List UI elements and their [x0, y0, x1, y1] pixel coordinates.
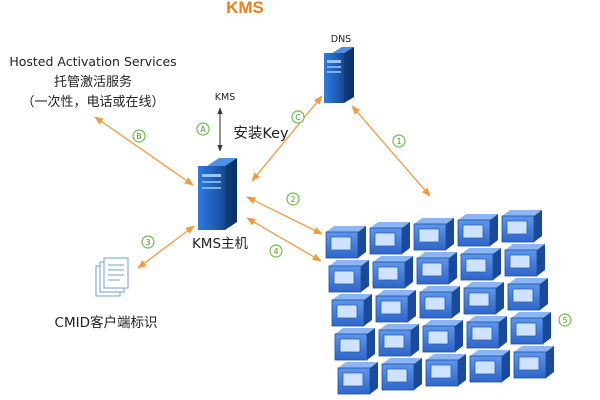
arrow-dns-to-clients — [351, 105, 431, 197]
client-computer-icon — [466, 316, 507, 349]
svg-text:1: 1 — [396, 137, 401, 146]
client-computer-icon — [378, 324, 419, 357]
client-computer-icon — [501, 210, 542, 243]
badge-2: 2 — [286, 192, 300, 206]
client-computer-icon — [422, 320, 463, 353]
arrow-clients-to-kms-host-4 — [246, 217, 322, 262]
arrow-cmid-to-kms-host — [137, 225, 195, 269]
client-computer-icon — [507, 278, 548, 311]
dns-server-icon — [324, 47, 354, 103]
kms-top-label: KMS — [215, 92, 235, 103]
client-computer-icon — [331, 294, 372, 327]
svg-text:A: A — [200, 125, 206, 134]
svg-text:5: 5 — [562, 316, 567, 325]
cmid-label: CMID客户端标识 — [55, 314, 158, 331]
client-computer-icon — [510, 312, 551, 345]
client-computer-icon — [457, 214, 498, 247]
badge-4: 4 — [269, 244, 283, 258]
client-computer-icon — [334, 328, 375, 361]
client-computer-icon — [337, 362, 378, 395]
client-computer-icon — [416, 252, 457, 285]
client-computer-icon — [469, 350, 510, 383]
client-computer-icon — [419, 286, 460, 319]
arrow-hosted-to-kms-host — [94, 116, 194, 186]
kms-host-server-icon — [198, 158, 237, 230]
dns-label: DNS — [331, 34, 351, 45]
hosted-services-note-label: （一次性，电话或在线） — [21, 94, 164, 110]
badge-c: C — [291, 110, 305, 124]
kms-host-label: KMS主机 — [192, 236, 249, 252]
svg-text:4: 4 — [273, 247, 278, 256]
client-computers-cluster — [325, 210, 554, 395]
badge-3: 3 — [141, 235, 155, 249]
cmid-document-icon — [95, 257, 129, 297]
badge-a: A — [196, 122, 210, 136]
svg-text:B: B — [136, 132, 142, 141]
hosted-services-cn-label: 托管激活服务 — [54, 74, 132, 90]
client-computer-icon — [504, 244, 545, 277]
svg-text:C: C — [295, 113, 301, 122]
svg-text:3: 3 — [145, 238, 150, 247]
badge-b: B — [132, 129, 146, 143]
client-computer-icon — [425, 354, 466, 387]
hosted-services-en-label: Hosted Activation Services — [9, 54, 176, 69]
client-computer-icon — [463, 282, 504, 315]
svg-text:2: 2 — [290, 195, 295, 204]
badge-5: 5 — [558, 313, 572, 327]
client-computer-icon — [413, 218, 454, 251]
arrow-dns-to-kms-host — [251, 95, 323, 182]
client-computer-icon — [369, 222, 410, 255]
arrow-clients-to-kms-host-2 — [246, 196, 323, 235]
client-computer-icon — [325, 226, 366, 259]
client-computer-icon — [375, 290, 416, 323]
badge-1: 1 — [392, 134, 406, 148]
client-computer-icon — [381, 358, 422, 391]
diagram-title: KMS — [226, 0, 264, 17]
client-computer-icon — [328, 260, 369, 293]
client-computer-icon — [460, 248, 501, 281]
client-computer-icon — [372, 256, 413, 289]
install-key-label: 安装Key — [233, 125, 289, 142]
client-computer-icon — [513, 346, 554, 379]
